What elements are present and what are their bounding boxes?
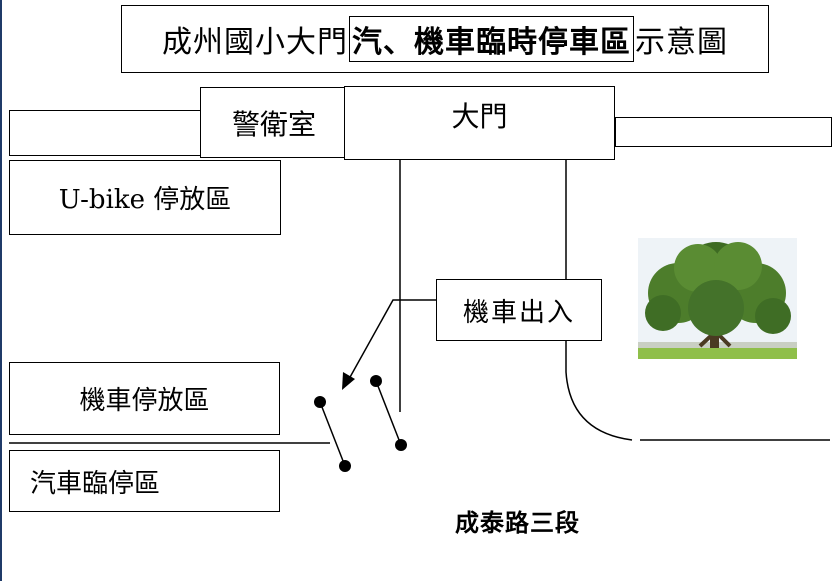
tree-image <box>638 238 797 359</box>
diagram-frame-left <box>0 0 2 581</box>
guard-room-box: 警衛室 <box>200 87 348 158</box>
barrier-left-bottom <box>339 460 351 472</box>
barrier-left-top <box>314 396 326 408</box>
main-gate-box: 大門 <box>344 86 615 160</box>
ubike-area-box: U-bike 停放區 <box>9 160 281 235</box>
school-wall-right <box>615 117 832 147</box>
motorcycle-entry-box: 機車出入 <box>436 279 602 341</box>
motorcycle-parking-label: 機車停放區 <box>79 386 210 416</box>
entry-arrowhead <box>342 372 355 390</box>
diagram-title: 成州國小大門汽、機車臨時停車區示意圖 <box>121 5 769 73</box>
barrier-right <box>375 380 402 446</box>
school-wall-left <box>9 110 202 156</box>
road-name-label: 成泰路三段 <box>455 508 580 537</box>
motorcycle-parking-box: 機車停放區 <box>9 362 280 435</box>
entry-arrow-line <box>348 299 436 380</box>
main-gate-label: 大門 <box>451 100 508 133</box>
car-parking-label: 汽車臨停區 <box>30 468 161 499</box>
title-suffix: 示意圖 <box>635 25 728 60</box>
ubike-area-label: U-bike 停放區 <box>58 185 232 215</box>
curb-curve <box>565 371 633 441</box>
title-prefix: 成州國小大門 <box>162 25 348 60</box>
barrier-left <box>319 401 346 467</box>
barrier-right-bottom <box>395 439 407 451</box>
title-highlight: 汽、機車臨時停車區 <box>349 16 634 62</box>
motorcycle-entry-label: 機車出入 <box>462 297 575 328</box>
barrier-right-top <box>370 375 382 387</box>
car-parking-box: 汽車臨停區 <box>9 450 280 512</box>
guard-room-label: 警衛室 <box>231 107 316 141</box>
